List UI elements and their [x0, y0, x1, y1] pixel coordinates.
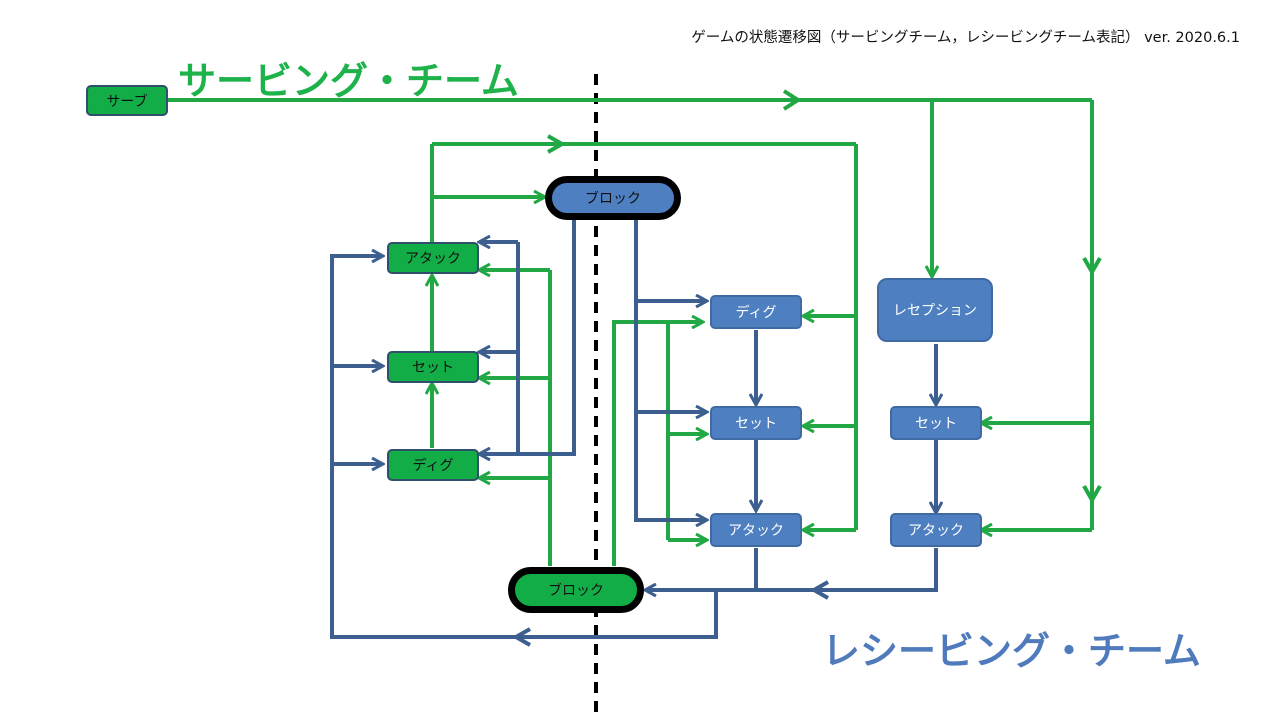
- serving-set-node: セット: [387, 351, 479, 383]
- bottom-line-arrowhead: [809, 580, 829, 600]
- reception-attack-node: アタック: [890, 513, 982, 547]
- serve-arrowhead: [782, 89, 802, 111]
- reception-attack-down: [646, 548, 938, 590]
- receiving-set-node: セット: [710, 406, 802, 440]
- reception-node: レセプション: [877, 278, 993, 342]
- top-green-arrowhead: [547, 134, 567, 154]
- serving-team-title: サービング・チーム: [178, 59, 519, 103]
- receiving-dig-node: ディグ: [710, 295, 802, 329]
- block-bottom-node: ブロック: [508, 567, 644, 613]
- serve-node: サーブ: [86, 85, 168, 116]
- diagram-caption: ゲームの状態遷移図（サービングチーム，レシービングチーム表記） ver. 202…: [691, 30, 1240, 46]
- trunk-arrowhead-1: [1082, 257, 1102, 277]
- serving-dig-node: ディグ: [387, 449, 479, 481]
- trunk-arrowhead-2: [1082, 485, 1102, 505]
- block-top-node: ブロック: [545, 176, 681, 220]
- serving-attack-node: アタック: [387, 242, 479, 274]
- receiving-team-title: レシービング・チーム: [822, 629, 1201, 673]
- reception-set-node: セット: [890, 406, 982, 440]
- block-top-blue-right: [634, 218, 706, 520]
- return-loop-arrowhead: [511, 627, 531, 647]
- receiving-attack-node: アタック: [710, 513, 802, 547]
- block-bottom-green-right: [612, 322, 702, 566]
- block-top-blue-left: [480, 218, 576, 454]
- bottom-return-loop: [330, 256, 718, 639]
